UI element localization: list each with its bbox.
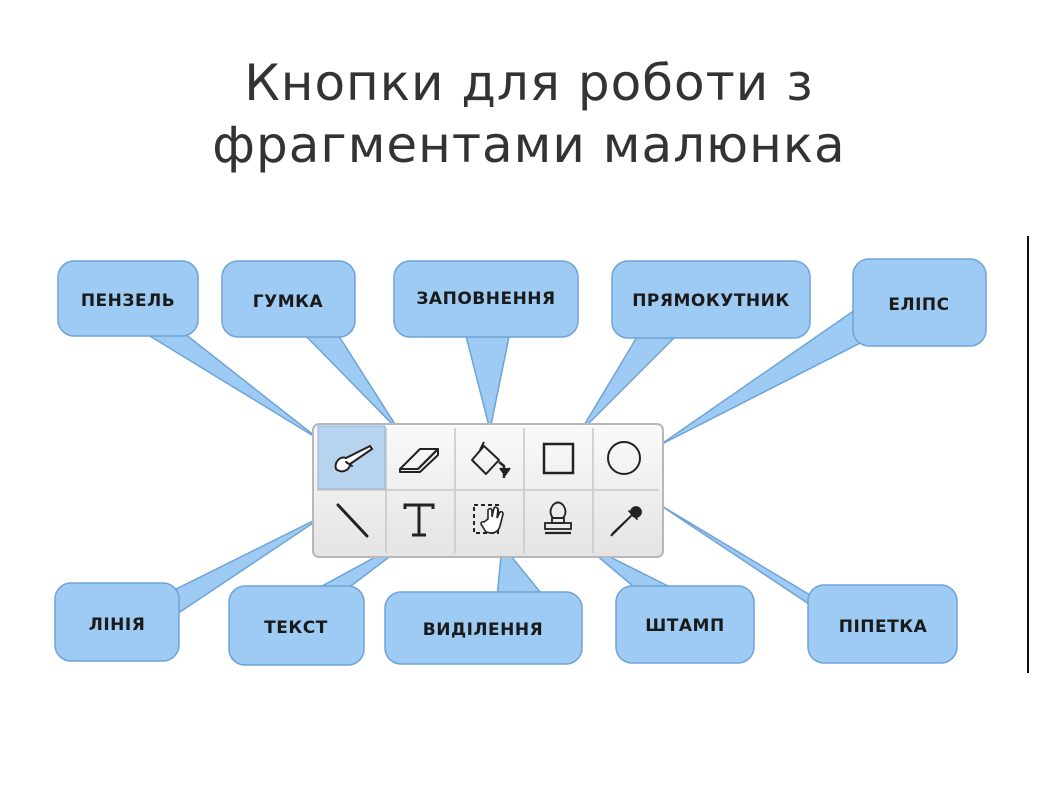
callout-fill: [393, 260, 579, 431]
selection-icon[interactable]: [473, 504, 504, 534]
label-line: ЛІНІЯ: [89, 615, 146, 635]
text-icon[interactable]: [403, 503, 435, 537]
rectangle-icon[interactable]: [542, 442, 575, 475]
brush-icon[interactable]: [334, 444, 374, 473]
eraser-icon[interactable]: [399, 448, 439, 473]
fill-bucket-icon[interactable]: [471, 441, 511, 478]
label-text: ТЕКСТ: [264, 618, 328, 638]
page-title: Кнопки для роботи з фрагментами малюнка: [0, 52, 1058, 176]
label-eraser: ГУМКА: [253, 292, 324, 312]
toolbar: [312, 423, 664, 558]
right-edge-rule: [1027, 236, 1029, 673]
callout-brush: [57, 260, 321, 441]
title-line-2: фрагментами малюнка: [212, 116, 846, 174]
label-stamp: ШТАМП: [645, 616, 724, 636]
title-line-1: Кнопки для роботи з: [244, 54, 814, 112]
callout-eyedropper: [659, 504, 958, 664]
callout-stamp: [581, 542, 755, 664]
callout-eraser: [221, 260, 401, 433]
label-ellipse: ЕЛІПС: [888, 295, 949, 315]
label-eyedropper: ПІПЕТКА: [839, 617, 928, 637]
label-rectangle: ПРЯМОКУТНИК: [632, 291, 790, 311]
callout-selection: [384, 543, 583, 665]
callout-rectangle: [579, 260, 811, 433]
eyedropper-icon[interactable]: [610, 506, 642, 537]
callout-ellipse: [659, 258, 987, 446]
ellipse-icon[interactable]: [607, 441, 641, 475]
callout-line: [54, 514, 326, 662]
line-icon[interactable]: [336, 503, 369, 538]
label-brush: ПЕНЗЕЛЬ: [81, 291, 175, 311]
label-selection: ВИДІЛЕННЯ: [423, 620, 543, 640]
label-fill: ЗАПОВНЕННЯ: [416, 289, 555, 309]
stamp-icon[interactable]: [544, 501, 572, 535]
